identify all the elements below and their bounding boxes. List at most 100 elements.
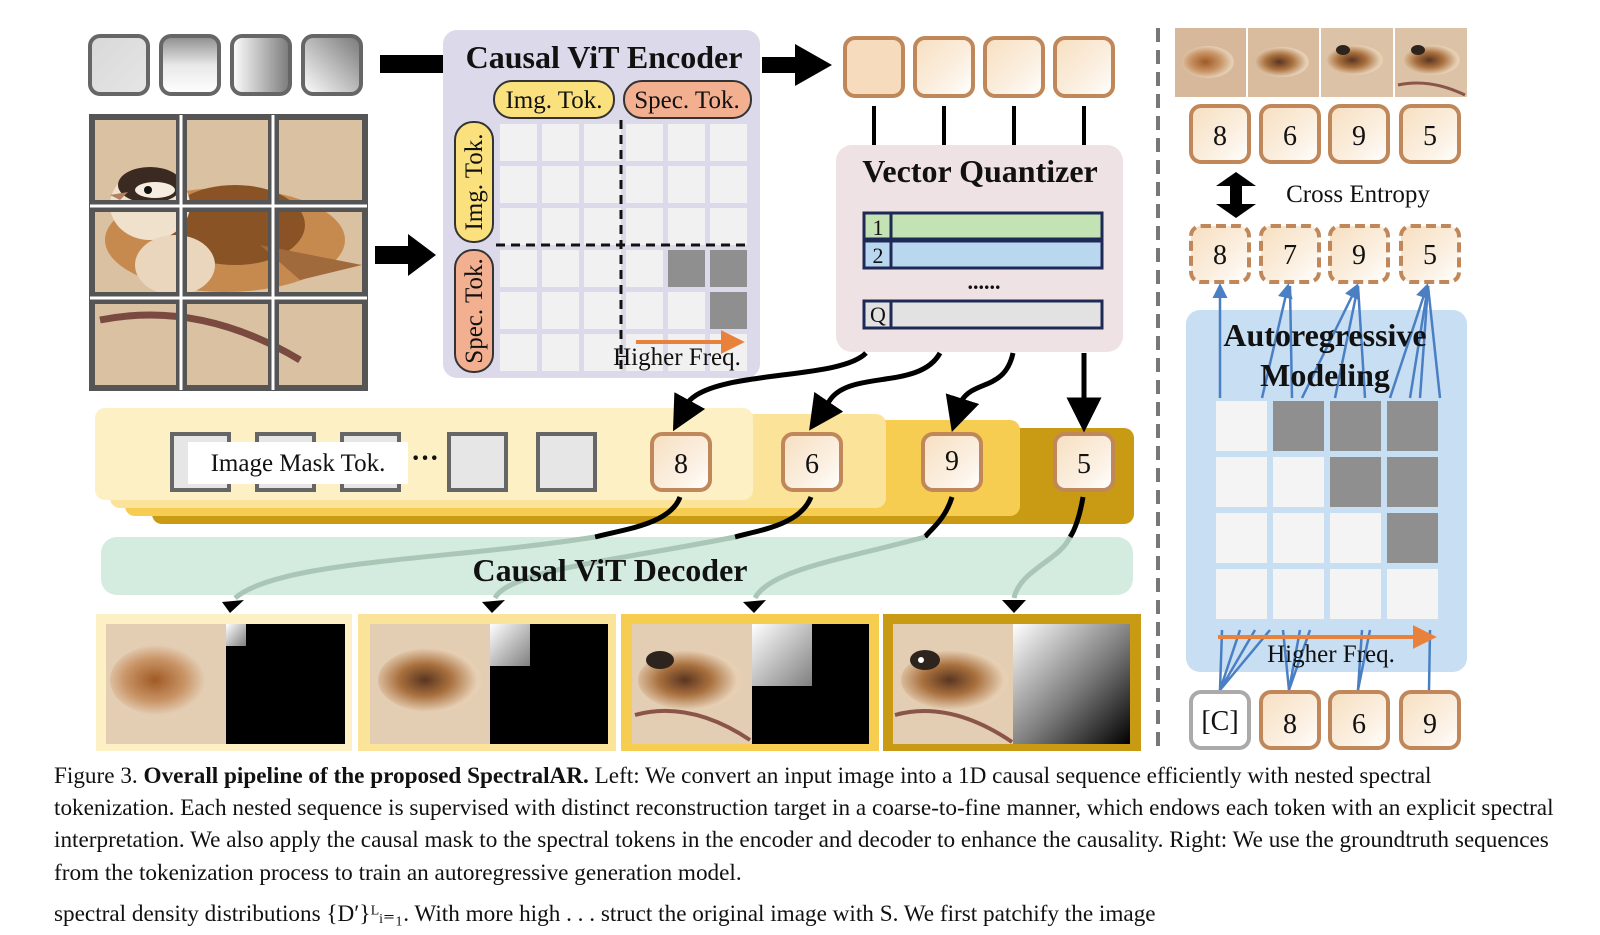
mask-cell — [1273, 569, 1324, 619]
attention-cell — [500, 208, 537, 245]
right-target-tokens: 8 6 9 5 — [1189, 104, 1461, 164]
attention-cell — [668, 292, 705, 329]
ar-causal-mask-grid — [1216, 401, 1438, 619]
ar-title-line2: Modeling — [1260, 357, 1390, 393]
attention-cell — [584, 334, 621, 371]
attention-cell — [500, 292, 537, 329]
mask-cell — [1387, 569, 1438, 619]
attention-cell — [668, 250, 705, 287]
arrow-to-encoder-top — [380, 55, 444, 73]
input-image-patches — [89, 114, 368, 391]
mask-cell — [1387, 513, 1438, 563]
arrow-image-to-encoder — [375, 234, 436, 276]
attention-cell — [542, 124, 579, 161]
attention-cell — [626, 124, 663, 161]
codebook-row-q: Q — [870, 302, 886, 327]
attention-cell — [668, 124, 705, 161]
pred-token: 9 — [1352, 240, 1366, 271]
mask-ellipsis: ··· — [411, 443, 439, 474]
attention-cell — [710, 124, 747, 161]
mask-cell — [1216, 513, 1267, 563]
caption-text: Left: We convert an input image into a 1… — [54, 763, 1554, 886]
decoder-output-arrowheads — [222, 600, 1026, 613]
mask-cell — [1330, 401, 1381, 451]
right-target-images — [1175, 28, 1467, 97]
ar-higher-freq: Higher Freq. — [1267, 641, 1395, 668]
attention-cell — [500, 250, 537, 287]
image-mask-tokens: Image Mask Tok. ··· — [170, 432, 597, 492]
input-gray-tokens — [88, 34, 363, 96]
attention-cell — [584, 250, 621, 287]
decoder-title: Causal ViT Decoder — [473, 552, 748, 588]
ar-input-token: 9 — [1423, 709, 1437, 740]
attention-cell — [710, 292, 747, 329]
vq-title: Vector Quantizer — [862, 153, 1098, 189]
attention-cell — [584, 208, 621, 245]
pred-token: 7 — [1283, 240, 1297, 271]
attention-cell — [500, 166, 537, 203]
attention-cell — [542, 334, 579, 371]
attention-cell — [668, 208, 705, 245]
attention-cell — [584, 166, 621, 203]
quant-token: 6 — [805, 449, 819, 480]
mask-cell — [1216, 401, 1267, 451]
mask-cell — [1330, 457, 1381, 507]
attention-cell — [710, 166, 747, 203]
attention-cell — [626, 208, 663, 245]
tokens-to-decoder-arrows — [594, 495, 1086, 540]
quant-token: 9 — [945, 446, 959, 477]
figure-caption: Figure 3. Overall pipeline of the propos… — [54, 760, 1554, 889]
target-token: 5 — [1423, 121, 1437, 152]
encoder-higher-freq: Higher Freq. — [613, 344, 741, 371]
vector-quantizer-block: Vector Quantizer 1 2 ...... Q — [836, 145, 1123, 352]
codebook-dots: ...... — [968, 269, 1001, 294]
right-predicted-tokens: 8 7 9 5 — [1189, 224, 1461, 284]
attention-cell — [584, 292, 621, 329]
image-mask-tok-label: Image Mask Tok. — [211, 450, 386, 477]
quant-token: 8 — [674, 449, 688, 480]
attention-cell — [500, 334, 537, 371]
target-token: 9 — [1352, 121, 1366, 152]
codebook-row-1: 1 — [873, 215, 884, 240]
mask-cell — [1216, 569, 1267, 619]
attention-cell — [542, 166, 579, 203]
reconstruction-outputs — [96, 614, 1141, 751]
attention-cell — [626, 166, 663, 203]
mask-cell — [1387, 401, 1438, 451]
attention-cell — [542, 250, 579, 287]
arrow-encoder-to-tokens — [762, 44, 832, 86]
pred-token: 8 — [1213, 240, 1227, 271]
pipeline-figure: Causal ViT Encoder Img. Tok. Spec. Tok. … — [88, 28, 1467, 752]
ar-input-token: [C] — [1201, 706, 1238, 737]
vq-to-token-arrows — [672, 351, 1102, 433]
attention-cell — [500, 124, 537, 161]
attention-cell — [584, 124, 621, 161]
ar-input-token: 6 — [1352, 709, 1366, 740]
autoregressive-block: Autoregressive Modeling Higher Freq. — [1186, 283, 1467, 691]
mask-cell — [1273, 513, 1324, 563]
attention-cell — [626, 250, 663, 287]
mask-cell — [1387, 457, 1438, 507]
codebook-row-2: 2 — [873, 243, 884, 268]
target-token: 6 — [1283, 121, 1297, 152]
ar-input-token: 8 — [1283, 709, 1297, 740]
attention-cell — [710, 250, 747, 287]
mask-cell — [1273, 457, 1324, 507]
cross-entropy-double-arrow — [1216, 172, 1256, 218]
attention-cell — [710, 208, 747, 245]
pred-token: 5 — [1423, 240, 1437, 271]
spec-tok-label-side: Spec. Tok. — [461, 258, 488, 363]
attention-cell — [542, 292, 579, 329]
quant-token: 5 — [1077, 449, 1091, 480]
decoder-internal-arrows — [233, 534, 1073, 600]
cross-entropy-label: Cross Entropy — [1286, 181, 1430, 208]
attention-cell — [626, 292, 663, 329]
ar-input-tokens: [C] 8 6 9 — [1189, 690, 1461, 750]
spec-tok-label-top: Spec. Tok. — [634, 87, 739, 114]
img-tok-label-side: Img. Tok. — [461, 133, 488, 230]
img-tok-label-top: Img. Tok. — [505, 87, 602, 114]
ar-title-line1: Autoregressive — [1223, 317, 1426, 353]
encoder-title: Causal ViT Encoder — [466, 39, 743, 75]
caption-label: Figure 3. — [54, 763, 138, 789]
quantized-tokens: 8 6 9 5 — [650, 432, 1115, 492]
